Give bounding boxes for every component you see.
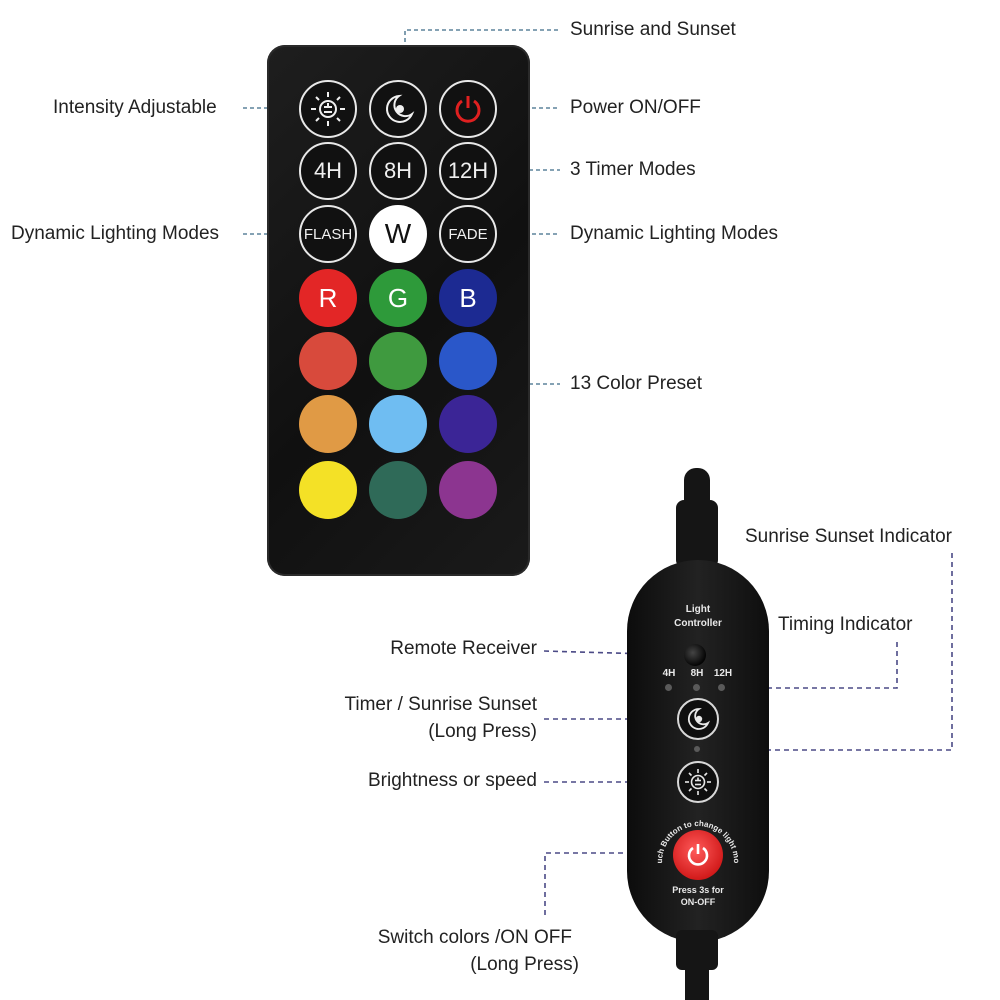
label-brightness: Brightness or speed	[368, 770, 537, 791]
label-timing-indicator: Timing Indicator	[778, 614, 913, 635]
flash-button[interactable]: FLASH	[299, 205, 357, 263]
remote-control: 4H 8H 12H FLASH W FADE R G B	[267, 45, 530, 576]
sun-plus-minus-icon	[685, 769, 711, 795]
label-switch-line1: Switch colors /ON OFF	[377, 927, 572, 948]
color-preset-button[interactable]	[299, 395, 357, 453]
power-icon	[455, 96, 481, 123]
red-button[interactable]: R	[299, 269, 357, 327]
cable-bottom	[685, 965, 709, 1000]
green-button[interactable]: G	[369, 269, 427, 327]
moon-sun-icon	[687, 708, 711, 730]
label-remote-receiver: Remote Receiver	[390, 638, 537, 659]
intensity-button[interactable]	[299, 80, 357, 138]
label-color-preset: 13 Color Preset	[570, 373, 703, 394]
color-preset-button[interactable]	[439, 461, 497, 519]
color-preset-button[interactable]	[299, 332, 357, 390]
timer-12h-button[interactable]: 12H	[439, 142, 497, 200]
indicator-4h-label: 4H	[662, 668, 676, 679]
label-switch-line2: (Long Press)	[470, 954, 579, 975]
label-dynamic-left: Dynamic Lighting Modes	[11, 223, 220, 244]
color-preset-button[interactable]	[369, 395, 427, 453]
color-preset-button[interactable]	[369, 461, 427, 519]
color-preset-button[interactable]	[369, 332, 427, 390]
indicator-12h-label: 12H	[713, 668, 733, 679]
cable-bottom-relief	[676, 930, 718, 970]
controller-title-line1: Light	[685, 604, 711, 615]
label-power: Power ON/OFF	[570, 97, 701, 118]
indicator-8h-label: 8H	[690, 668, 704, 679]
press-text-line2: ON-OFF	[680, 897, 716, 907]
color-preset-button[interactable]	[439, 332, 497, 390]
indicator-12h-led	[718, 684, 725, 691]
color-preset-button[interactable]	[439, 395, 497, 453]
brightness-button[interactable]	[677, 761, 719, 803]
timer-4h-button[interactable]: 4H	[299, 142, 357, 200]
indicator-8h-led	[693, 684, 700, 691]
fade-button[interactable]: FADE	[439, 205, 497, 263]
label-sunrise-sunset: Sunrise and Sunset	[570, 19, 736, 40]
moon-sun-icon	[386, 94, 415, 123]
controller-title-line2: Controller	[674, 618, 722, 629]
label-timer-modes: 3 Timer Modes	[570, 159, 696, 180]
sunrise-sunset-led	[694, 746, 700, 752]
sunrise-sunset-button[interactable]	[369, 80, 427, 138]
white-button[interactable]: W	[369, 205, 427, 263]
power-button[interactable]	[439, 80, 497, 138]
label-sunrise-indicator: Sunrise Sunset Indicator	[745, 526, 953, 547]
sun-plus-minus-icon	[311, 92, 345, 126]
cable-strain-relief	[676, 500, 718, 568]
timer-8h-button[interactable]: 8H	[369, 142, 427, 200]
label-timer-sunrise-line1: Timer / Sunrise Sunset	[344, 694, 537, 715]
label-intensity: Intensity Adjustable	[53, 97, 217, 118]
blue-button[interactable]: B	[439, 269, 497, 327]
indicator-4h-led	[665, 684, 672, 691]
power-icon	[687, 844, 709, 866]
timer-sunrise-button[interactable]	[677, 698, 719, 740]
color-preset-button[interactable]	[299, 461, 357, 519]
press-text-line1: Press 3s for	[672, 885, 724, 895]
label-dynamic-right: Dynamic Lighting Modes	[570, 223, 779, 244]
label-timer-sunrise-line2: (Long Press)	[428, 721, 537, 742]
controller-power-button[interactable]	[673, 830, 723, 880]
remote-receiver-sensor	[684, 644, 706, 666]
